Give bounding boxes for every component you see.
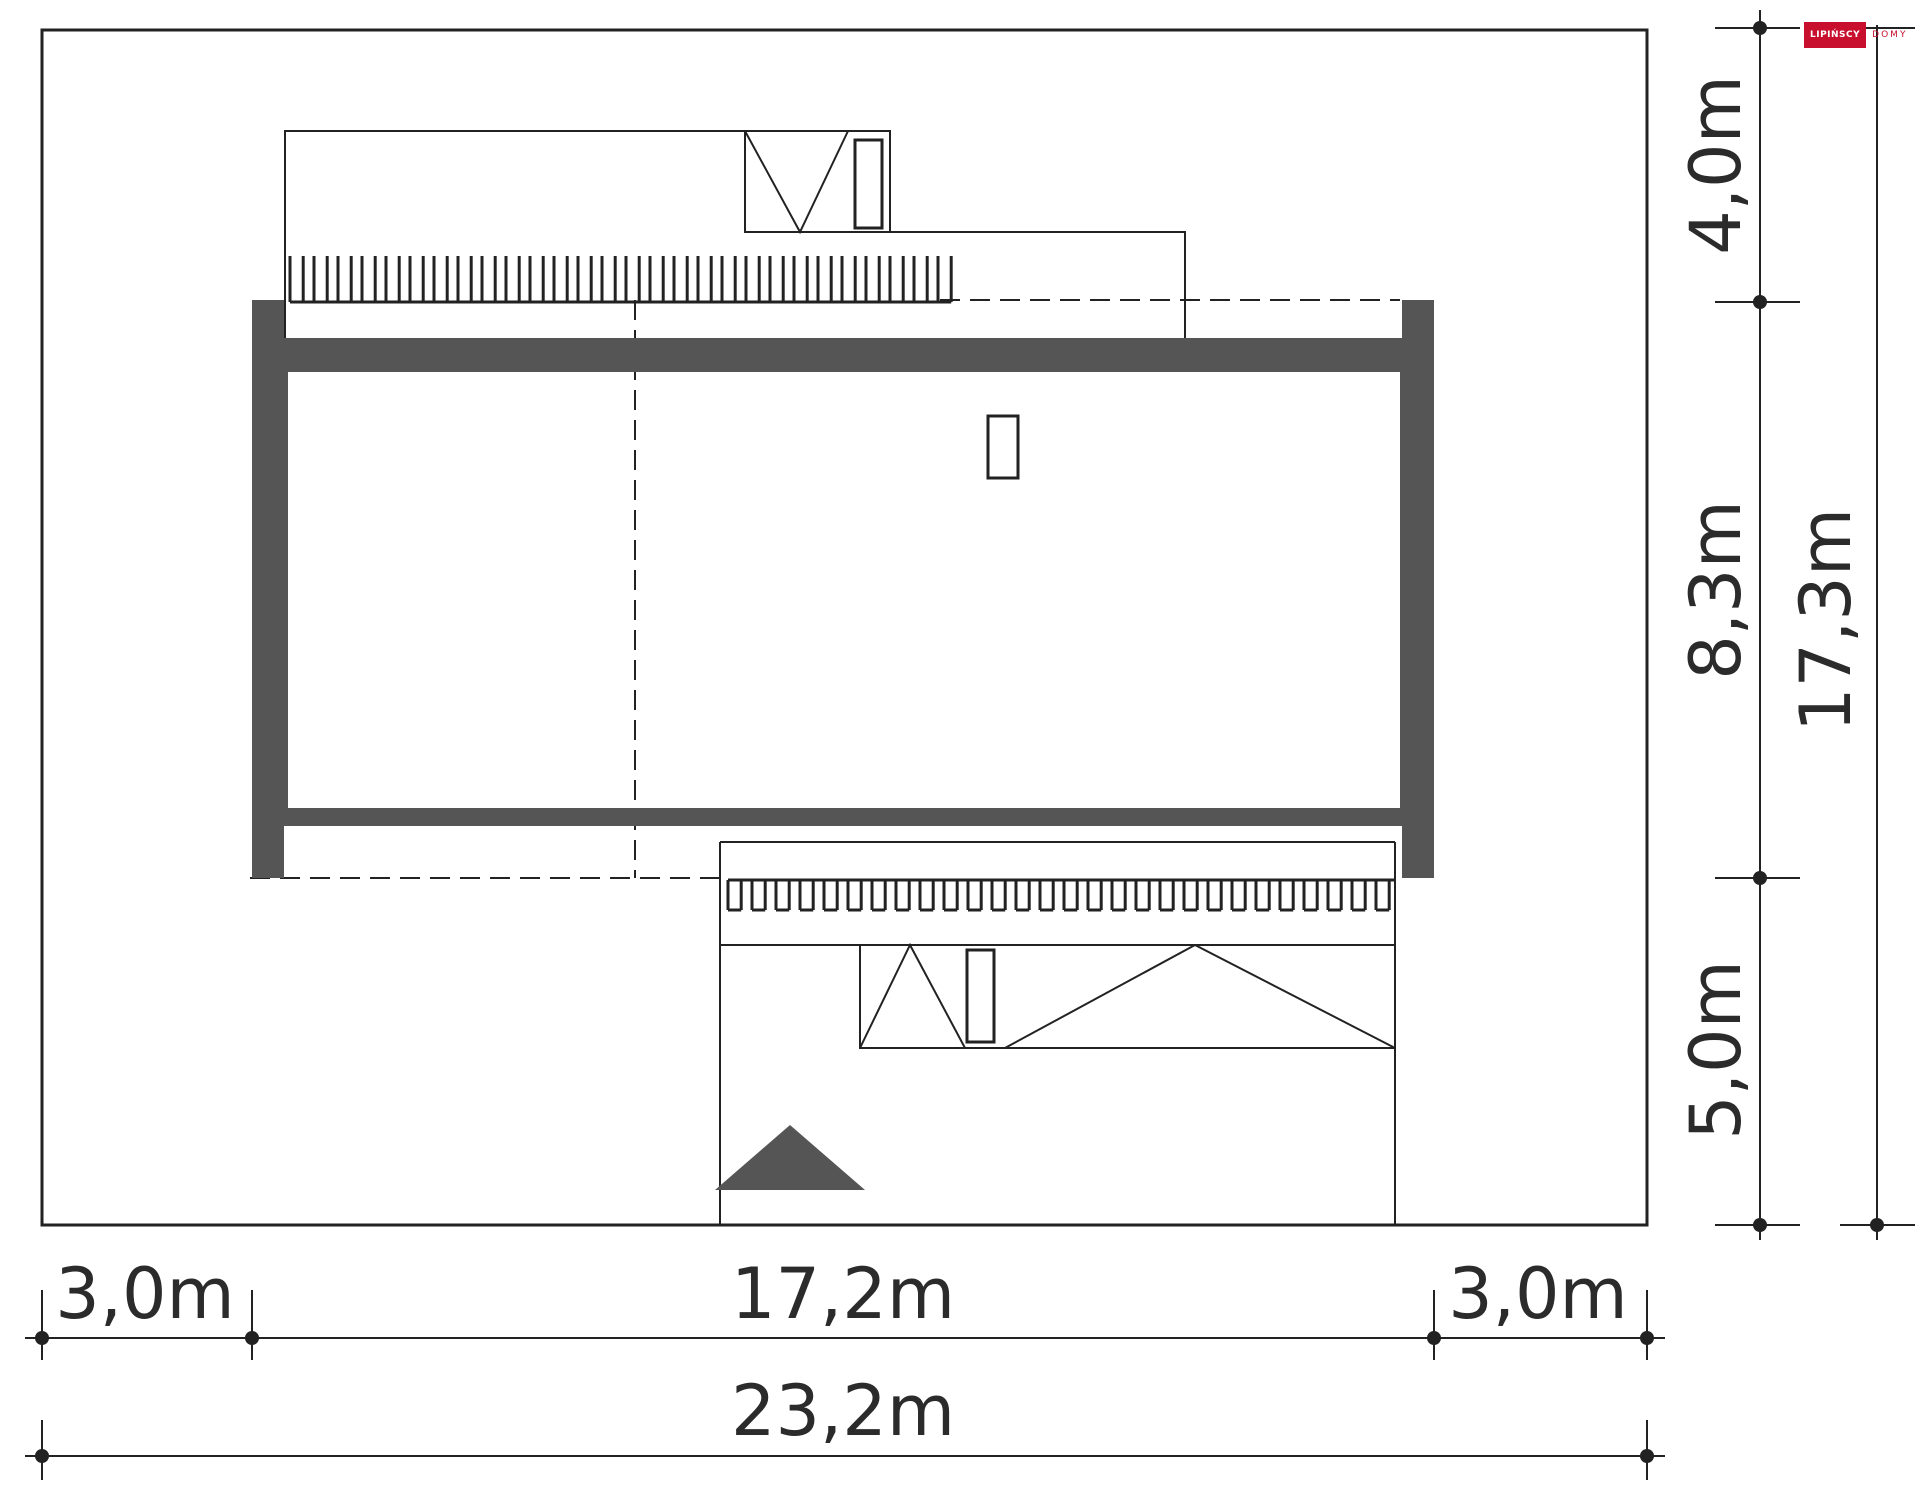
top-extension: [284, 130, 1186, 340]
pergola-battens: [288, 256, 953, 304]
bottom-extension: [719, 841, 1396, 1225]
top-pergola: [288, 256, 953, 304]
plot-boundary: [40, 28, 1649, 1227]
total-width-label: 23,2m: [731, 1370, 955, 1452]
bottom-setback-label: 5,0m: [1675, 960, 1757, 1140]
top-setback-label: 4,0m: [1675, 75, 1757, 255]
main-building: [252, 300, 1434, 878]
vertical-dimension-dots: [1753, 21, 1884, 1232]
entrance-marker-icon: [715, 1125, 865, 1190]
building-width-label: 17,2m: [731, 1253, 955, 1335]
building-depth-label: 8,3m: [1675, 500, 1757, 680]
total-depth-label: 17,3m: [1785, 508, 1867, 732]
horizontal-dimensions: [25, 1290, 1665, 1480]
pergola-battens: [726, 878, 1395, 912]
bottom-pergola: [726, 878, 1395, 912]
right-setback-label: 3,0m: [1448, 1253, 1628, 1335]
brand-name: LIPIŃSCY: [1804, 22, 1867, 48]
left-setback-label: 3,0m: [55, 1253, 235, 1335]
brand-logo: LIPIŃSCY DOMY: [1804, 20, 1907, 50]
brand-suffix: DOMY: [1872, 30, 1908, 40]
dashed-eave-lines: [250, 299, 1400, 879]
horizontal-dimension-dots: [35, 1331, 1654, 1463]
